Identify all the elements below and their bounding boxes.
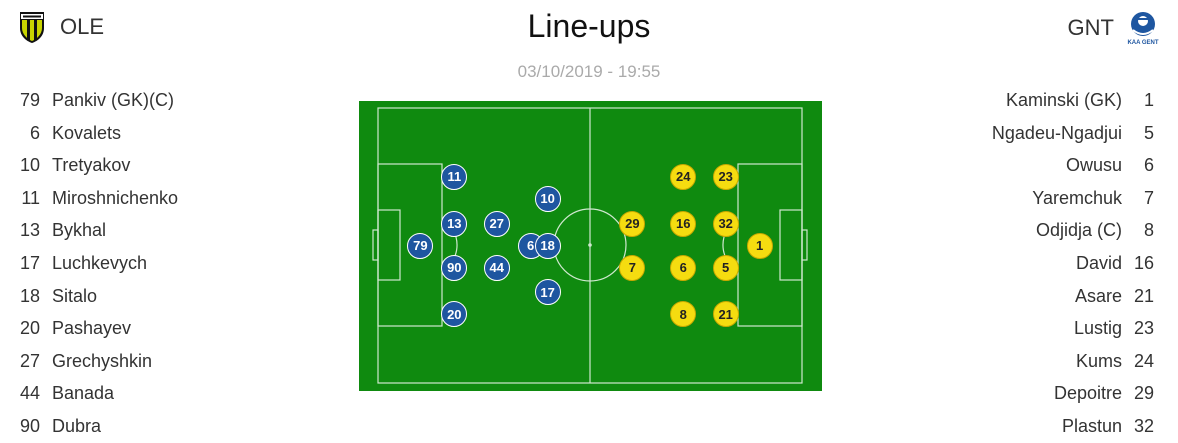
away-lineup-row: Depoitre 29 [992, 377, 1154, 410]
home-player-marker[interactable]: 79 [407, 232, 434, 259]
home-lineup-row: 13 Bykhal [18, 214, 178, 247]
player-name[interactable]: Dubra [52, 415, 102, 436]
home-player-marker[interactable]: 20 [441, 301, 468, 328]
player-name[interactable]: Miroshnichenko [52, 187, 179, 208]
away-lineup-row: David 16 [992, 247, 1154, 280]
home-player-marker[interactable]: 10 [534, 185, 561, 212]
away-player-marker[interactable]: 21 [712, 301, 739, 328]
home-lineup-row: 18 Sitalo [18, 280, 178, 313]
player-name[interactable]: Kovalets [52, 122, 122, 143]
svg-text:KAA GENT: KAA GENT [1127, 40, 1158, 46]
home-lineup-row: 79 Pankiv (GK)(C) [18, 84, 178, 117]
player-name[interactable]: Owusu [1065, 155, 1122, 176]
away-player-marker[interactable]: 1 [746, 232, 773, 259]
away-team-abbr: GNT [1067, 15, 1114, 40]
away-lineup-row: Owusu 6 [992, 149, 1154, 182]
player-name[interactable]: Kums [1075, 350, 1122, 371]
away-lineup-row: Plastun 32 [992, 410, 1154, 443]
away-player-marker[interactable]: 32 [712, 210, 739, 237]
away-lineup-row: Asare 21 [992, 280, 1154, 313]
player-name[interactable]: Luchkevych [52, 252, 148, 273]
player-name[interactable]: Lustig [1073, 318, 1122, 339]
player-number: 20 [19, 318, 40, 339]
player-name[interactable]: Pashayev [52, 318, 132, 339]
player-name[interactable]: Sitalo [52, 285, 98, 306]
player-number: 21 [1133, 285, 1154, 306]
player-name[interactable]: Ngadeu-Ngadjui [991, 122, 1122, 143]
away-player-marker[interactable]: 29 [619, 210, 646, 237]
player-name[interactable]: Kaminski (GK) [1005, 90, 1122, 110]
away-player-marker[interactable]: 6 [670, 254, 697, 281]
player-number: 23 [1133, 318, 1154, 339]
player-number: 8 [1143, 220, 1154, 241]
away-lineup-row: Kaminski (GK) 1 [992, 84, 1154, 117]
home-lineup-row: 6 Kovalets [18, 117, 178, 150]
player-number: 90 [19, 415, 40, 436]
player-number: 7 [1143, 187, 1154, 208]
home-player-marker[interactable]: 18 [534, 232, 561, 259]
home-player-marker[interactable]: 11 [441, 163, 468, 190]
player-number: 18 [19, 285, 40, 306]
away-player-marker[interactable]: 7 [619, 254, 646, 281]
away-lineup-row: Odjidja (C) 8 [992, 214, 1154, 247]
player-number: 1 [1143, 90, 1154, 110]
kaa-gent-crest-icon: KAA GENT [1127, 12, 1159, 46]
home-player-marker[interactable]: 44 [483, 254, 510, 281]
home-player-marker[interactable]: 17 [534, 279, 561, 306]
away-player-marker[interactable]: 8 [670, 301, 697, 328]
player-name[interactable]: Odjidja (C) [1035, 220, 1122, 241]
player-name[interactable]: Tretyakov [52, 155, 131, 176]
away-team-header: GNT KAA GENT [1068, 10, 1160, 46]
player-number: 27 [19, 350, 40, 371]
oleksandriya-crest-icon [20, 12, 44, 43]
player-number: 5 [1143, 122, 1154, 143]
player-number: 17 [19, 252, 40, 273]
home-lineup-list: 79 Pankiv (GK)(C) 6 Kovalets 10 Tretyakov 11 Mi… [18, 84, 178, 443]
page-title: Line-ups [527, 8, 651, 44]
away-player-marker[interactable]: 16 [670, 210, 697, 237]
away-lineup-row: Lustig 23 [992, 312, 1154, 345]
player-number: 24 [1133, 350, 1154, 371]
home-lineup-row: 90 Dubra [18, 410, 178, 443]
player-number: 11 [21, 187, 40, 208]
away-player-marker[interactable]: 24 [670, 163, 697, 190]
player-number: 6 [29, 122, 40, 143]
home-player-marker[interactable]: 13 [441, 210, 468, 237]
player-name[interactable]: Depoitre [1053, 383, 1122, 404]
player-number: 44 [19, 383, 40, 404]
player-number: 29 [1133, 383, 1154, 404]
home-team-header: OLE [18, 10, 104, 44]
player-name[interactable]: David [1075, 252, 1122, 273]
home-lineup-row: 27 Grechyshkin [18, 345, 178, 378]
home-lineup-row: 20 Pashayev [18, 312, 178, 345]
match-datetime: 03/10/2019 - 19:55 [517, 62, 661, 81]
away-lineup-row: Yaremchuk 7 [992, 182, 1154, 215]
player-name[interactable]: Bykhal [52, 220, 107, 241]
player-name[interactable]: Asare [1074, 285, 1122, 306]
player-name[interactable]: Grechyshkin [52, 350, 153, 371]
player-number: 6 [1143, 155, 1154, 176]
home-lineup-row: 44 Banada [18, 377, 178, 410]
home-lineup-row: 11 Miroshnichenko [18, 182, 178, 215]
away-player-marker[interactable]: 5 [712, 254, 739, 281]
away-lineup-row: Kums 24 [992, 345, 1154, 378]
away-lineup-row: Ngadeu-Ngadjui 5 [992, 117, 1154, 150]
player-number: 32 [1133, 415, 1154, 436]
home-lineup-row: 10 Tretyakov [18, 149, 178, 182]
player-number: 16 [1133, 252, 1154, 273]
player-name[interactable]: Pankiv (GK)(C) [52, 90, 175, 110]
player-number: 13 [19, 220, 40, 241]
player-number: 10 [19, 155, 40, 176]
player-name[interactable]: Yaremchuk [1032, 187, 1122, 208]
player-name[interactable]: Banada [52, 383, 115, 404]
home-team-abbr: OLE [60, 14, 105, 39]
away-player-marker[interactable]: 23 [712, 163, 739, 190]
home-lineup-row: 17 Luchkevych [18, 247, 178, 280]
home-player-marker[interactable]: 27 [483, 210, 510, 237]
player-number: 79 [19, 90, 40, 110]
home-player-marker[interactable]: 90 [441, 254, 468, 281]
player-name[interactable]: Plastun [1061, 415, 1122, 436]
